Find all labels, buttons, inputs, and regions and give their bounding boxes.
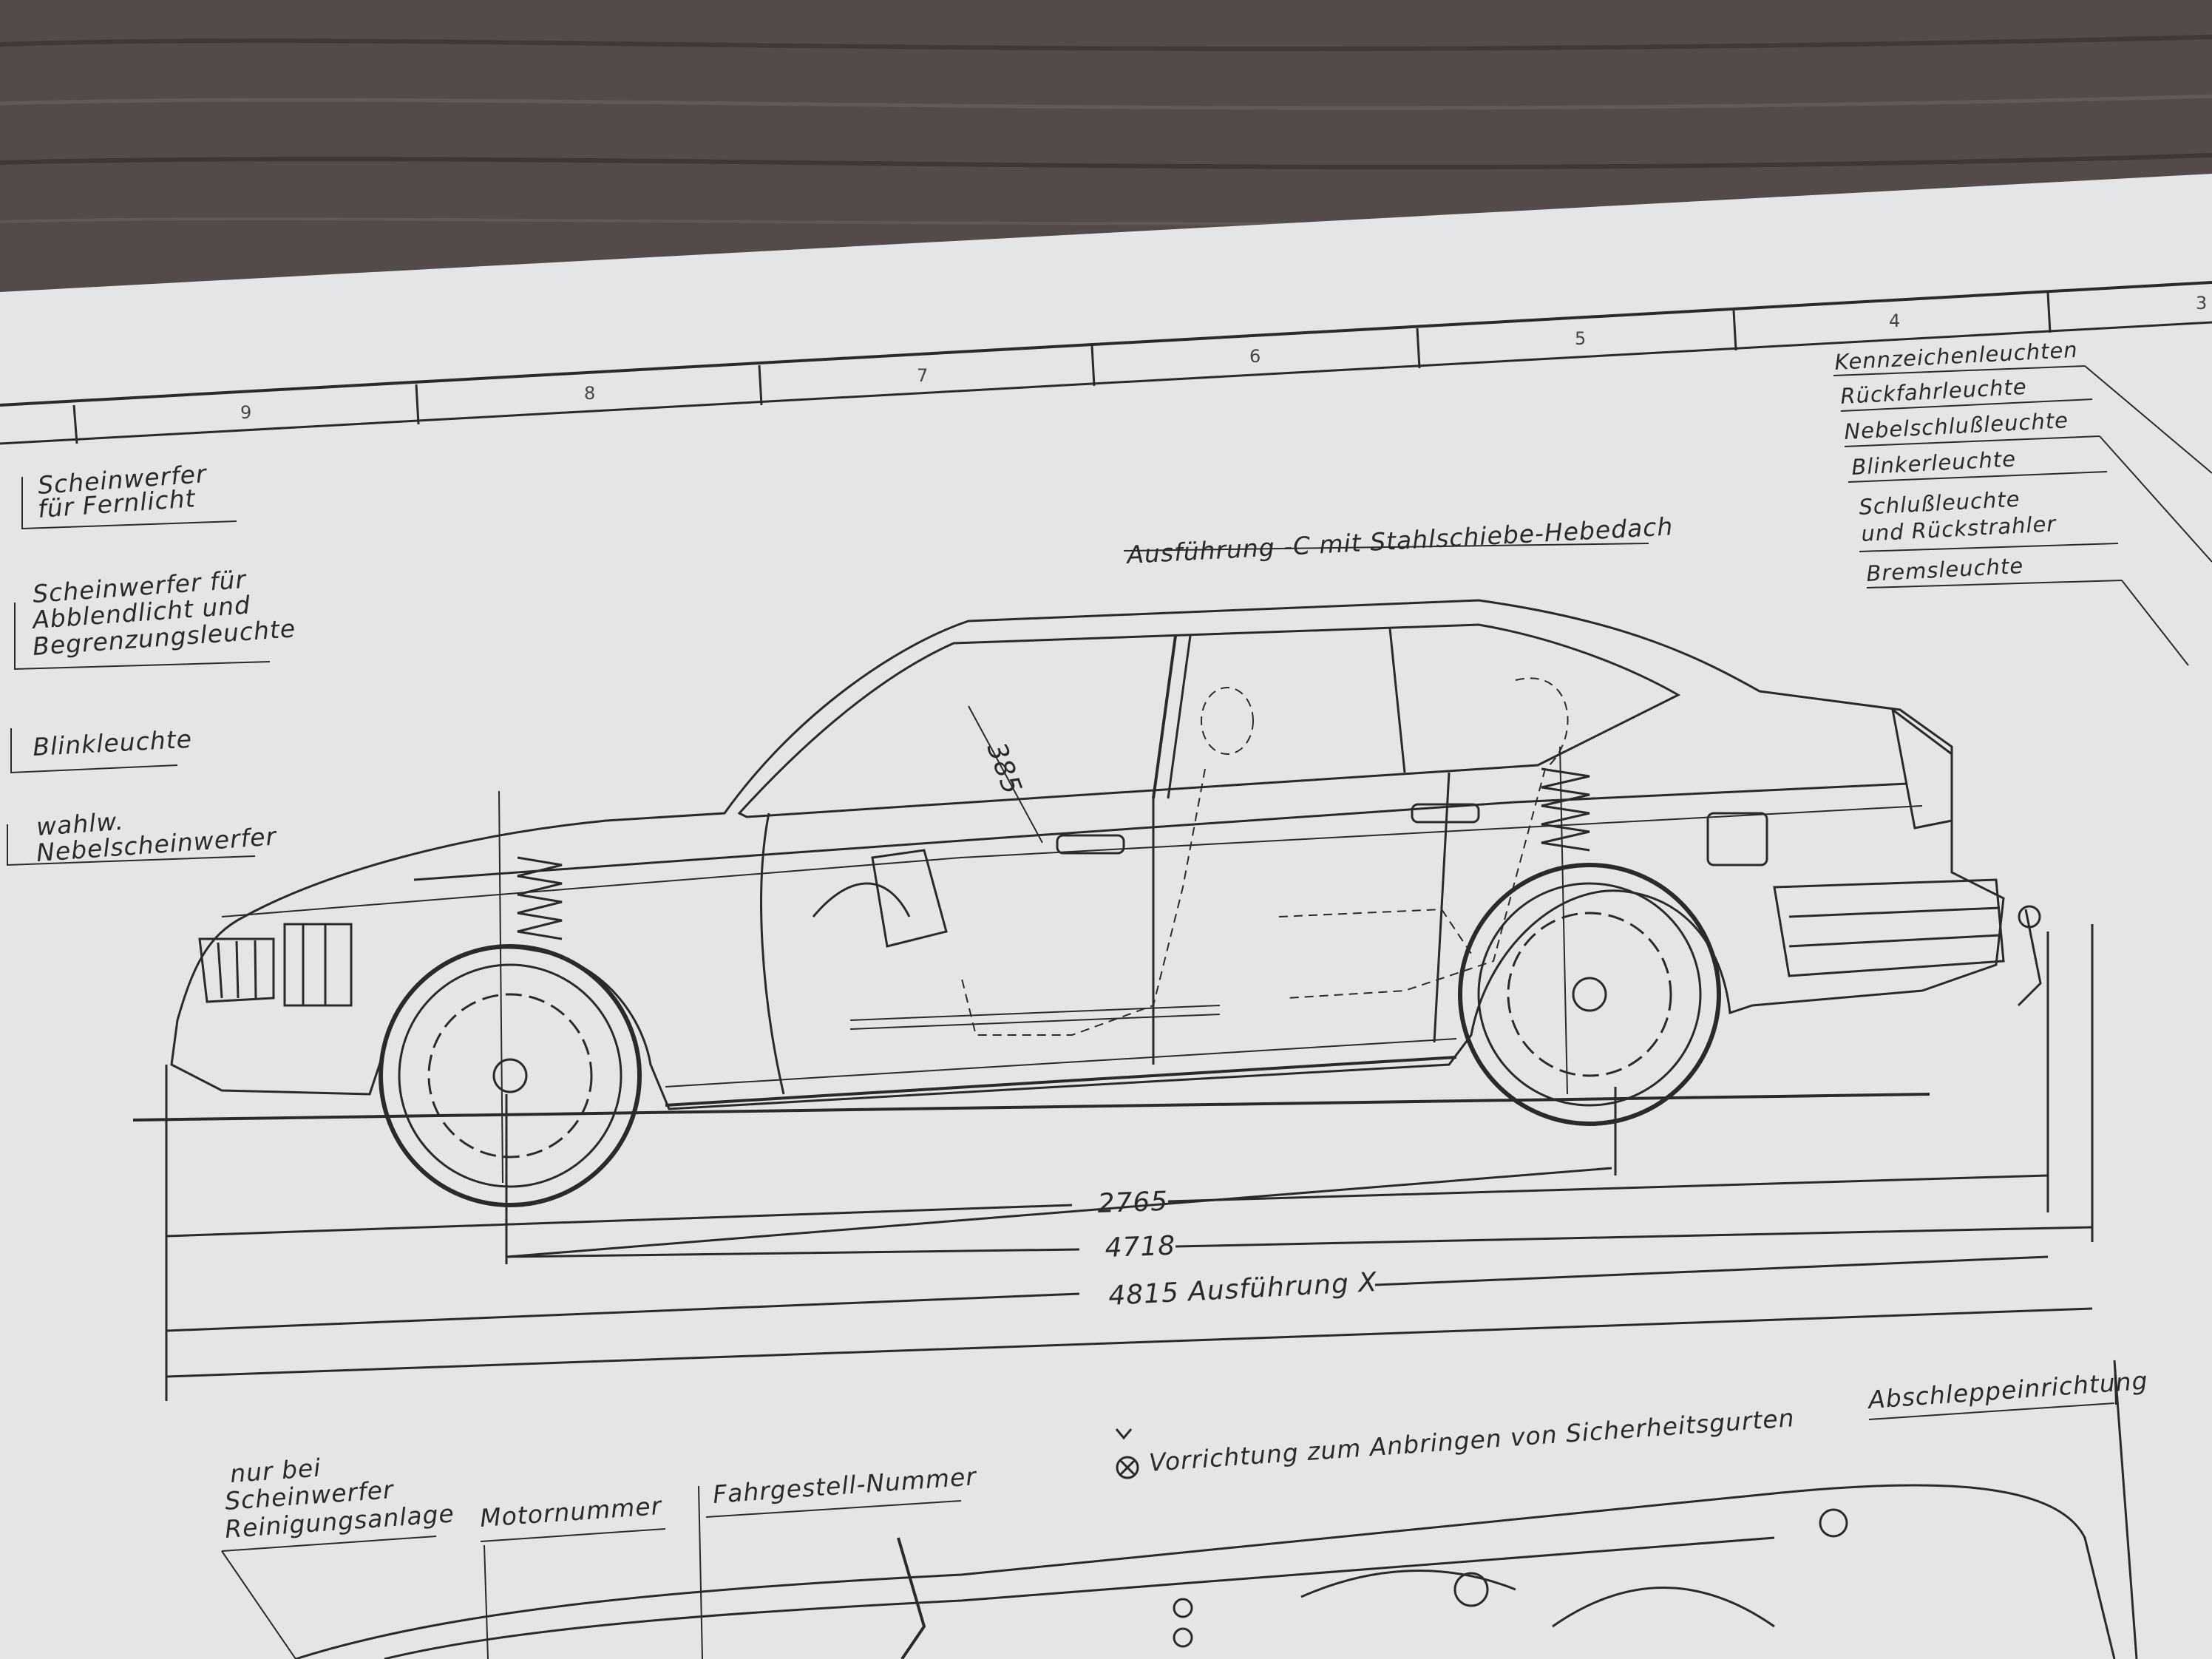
dim-length: 4718 <box>1105 1231 1176 1263</box>
grid-numbers: 9 8 7 6 5 4 3 <box>240 293 2208 423</box>
label-nebelscheinwerfer-1: wahlw. <box>35 807 125 841</box>
bottom-view <box>295 1360 2138 1659</box>
grid-number-8: 8 <box>584 383 596 404</box>
front-wheel <box>379 944 642 1207</box>
bottom-leader-lines <box>221 1360 2117 1659</box>
grid-number-9: 9 <box>240 402 252 423</box>
grid-number-4: 4 <box>1889 311 1901 331</box>
rear-wheel <box>1458 863 1721 1126</box>
label-reinigung-1: nur bei <box>229 1453 322 1488</box>
dimension-lines <box>165 924 2094 1401</box>
grid-number-3: 3 <box>2196 293 2208 313</box>
grid-number-7: 7 <box>917 365 929 386</box>
ground-line <box>132 1093 1930 1122</box>
left-leader-lines <box>7 477 271 866</box>
window-outline <box>737 623 1681 818</box>
paper-sheet <box>0 174 2212 1659</box>
dim-wheelbase: 2765 <box>1097 1187 1169 1219</box>
grid-number-5: 5 <box>1575 328 1587 349</box>
right-leader-lines <box>1123 365 2212 666</box>
belt-anchor-symbol-icon <box>1116 1456 1139 1479</box>
grid-number-6: 6 <box>1249 346 1261 367</box>
drawing-frame <box>0 281 2212 445</box>
